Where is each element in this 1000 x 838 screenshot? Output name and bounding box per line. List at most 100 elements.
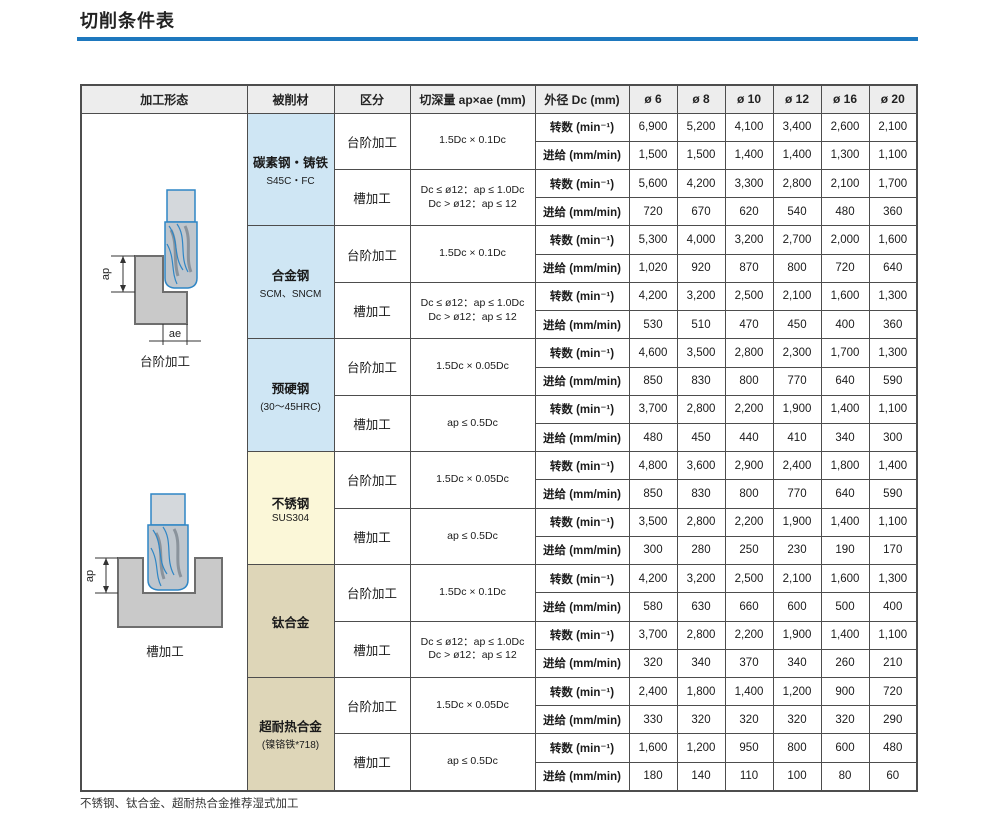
speed-label-cell: 转数 (min⁻¹): [534, 564, 630, 594]
value-cell: 800: [724, 479, 774, 509]
table-row: 进给 (mm/min) 180 140 110 100 80 60: [81, 761, 918, 792]
value-cell: 1,900: [772, 394, 822, 424]
value-cell: 1,700: [820, 338, 870, 368]
value-cell: 5,300: [628, 225, 678, 255]
value-cell: 340: [772, 648, 822, 678]
feed-label-cell: 进给 (mm/min): [534, 253, 630, 283]
value-cell: 110: [724, 761, 774, 792]
table-row: 槽加工 ap ≤ 0.5Dc 转数 (min⁻¹) 3,500 2,800 2,…: [81, 507, 918, 566]
table-row: 槽加工 Dc ≤ ø12：ap ≤ 1.0Dc Dc > ø12：ap ≤ 12…: [81, 620, 918, 678]
value-cell: 600: [772, 592, 822, 622]
header-category: 区分: [333, 84, 411, 114]
category-cell: 槽加工: [333, 620, 411, 678]
value-cell: 630: [676, 592, 726, 622]
value-cell: 370: [724, 648, 774, 678]
value-cell: 590: [868, 479, 918, 509]
value-cell: 670: [676, 197, 726, 227]
value-cell: 2,600: [820, 112, 870, 142]
value-cell: 2,800: [676, 394, 726, 424]
value-cell: 2,800: [772, 168, 822, 199]
cutting-conditions-table: 加工形态 被削材 区分 切深量 ap×ae (mm) 外径 Dc (mm) ø …: [80, 84, 918, 792]
value-cell: 1,500: [628, 140, 678, 170]
value-cell: 1,300: [868, 281, 918, 312]
value-cell: 340: [676, 648, 726, 678]
value-cell: 1,400: [724, 140, 774, 170]
value-cell: 830: [676, 479, 726, 509]
category-cell: 槽加工: [333, 507, 411, 566]
value-cell: 1,900: [772, 620, 822, 650]
material-subtitle: (30～45HRC): [260, 401, 321, 413]
header-size: ø 6: [628, 84, 678, 114]
value-cell: 180: [628, 761, 678, 792]
speed-label-cell: 转数 (min⁻¹): [534, 620, 630, 650]
value-cell: 500: [820, 592, 870, 622]
value-cell: 830: [676, 366, 726, 396]
value-cell: 3,400: [772, 112, 822, 142]
table-row: ap ae 台阶加工: [80, 112, 918, 791]
value-cell: 640: [820, 366, 870, 396]
feed-label-cell: 进给 (mm/min): [534, 648, 630, 678]
value-cell: 540: [772, 197, 822, 227]
table-row: 进给 (mm/min) 300 280 250 230 190 170: [81, 535, 918, 566]
material-cell: 超耐热合金 (镍铬铁*718): [246, 676, 335, 792]
value-cell: 320: [724, 705, 774, 735]
material-name: 不锈钢: [271, 496, 310, 511]
depth-cell: ap ≤ 0.5Dc: [409, 394, 536, 453]
value-cell: 950: [724, 733, 774, 763]
value-cell: 2,800: [676, 620, 726, 650]
value-cell: 800: [772, 253, 822, 283]
table-row: 槽加工 ap ≤ 0.5Dc 转数 (min⁻¹) 3,700 2,800 2,…: [81, 394, 918, 453]
value-cell: 720: [820, 253, 870, 283]
value-cell: 3,300: [724, 168, 774, 199]
value-cell: 4,200: [628, 564, 678, 594]
value-cell: 770: [772, 479, 822, 509]
value-cell: 320: [772, 705, 822, 735]
ae-dimension-label: ae: [169, 328, 181, 340]
value-cell: 2,200: [724, 620, 774, 650]
value-cell: 360: [868, 310, 918, 340]
value-cell: 1,400: [820, 507, 870, 537]
material-name: 预硬钢: [271, 381, 310, 396]
header-material: 被削材: [246, 84, 335, 114]
value-cell: 1,300: [820, 140, 870, 170]
table-row: 槽加工 Dc ≤ ø12：ap ≤ 1.0Dc Dc > ø12：ap ≤ 12…: [81, 281, 918, 340]
value-cell: 480: [820, 197, 870, 227]
value-cell: 2,500: [724, 564, 774, 594]
value-cell: 4,200: [628, 281, 678, 312]
value-cell: 590: [868, 366, 918, 396]
slot-milling-caption: 槽加工: [146, 644, 184, 659]
value-cell: 5,200: [676, 112, 726, 142]
table-row: 进给 (mm/min) 530 510 470 450 400 360: [81, 310, 918, 340]
header-depth: 切深量 ap×ae (mm): [409, 84, 536, 114]
speed-label-cell: 转数 (min⁻¹): [534, 281, 630, 312]
speed-label-cell: 转数 (min⁻¹): [534, 676, 630, 707]
end-mill-icon: [147, 492, 189, 591]
value-cell: 140: [676, 761, 726, 792]
page-title: 切削条件表: [80, 11, 175, 31]
value-cell: 2,800: [676, 507, 726, 537]
category-cell: 台阶加工: [333, 451, 411, 509]
value-cell: 400: [820, 310, 870, 340]
value-cell: 230: [772, 535, 822, 566]
value-cell: 1,400: [772, 140, 822, 170]
value-cell: 1,800: [820, 451, 870, 481]
table-row: 进给 (mm/min) 320 340 370 340 260 210: [81, 648, 918, 678]
depth-cell: 1.5Dc × 0.1Dc: [409, 112, 536, 170]
material-cell: 预硬钢 (30～45HRC): [246, 338, 335, 453]
material-name: 超耐热合金: [259, 720, 322, 735]
category-cell: 槽加工: [333, 281, 411, 340]
value-cell: 290: [868, 705, 918, 735]
value-cell: 2,100: [772, 281, 822, 312]
value-cell: 360: [868, 197, 918, 227]
value-cell: 60: [868, 761, 918, 792]
footnote: 不锈钢、钛合金、超耐热合金推荐湿式加工: [80, 798, 299, 810]
depth-cell: ap ≤ 0.5Dc: [409, 507, 536, 566]
table-row: 钛合金 台阶加工 1.5Dc × 0.1Dc 转数 (min⁻¹) 4,200 …: [81, 564, 918, 678]
value-cell: 4,200: [676, 168, 726, 199]
value-cell: 920: [676, 253, 726, 283]
value-cell: 720: [628, 197, 678, 227]
table-row: 进给 (mm/min) 1,020 920 870 800 720 640: [81, 253, 918, 283]
material-name: 碳素钢・铸铁: [252, 155, 328, 170]
speed-label-cell: 转数 (min⁻¹): [534, 451, 630, 481]
depth-cell: 1.5Dc × 0.05Dc: [409, 338, 536, 396]
